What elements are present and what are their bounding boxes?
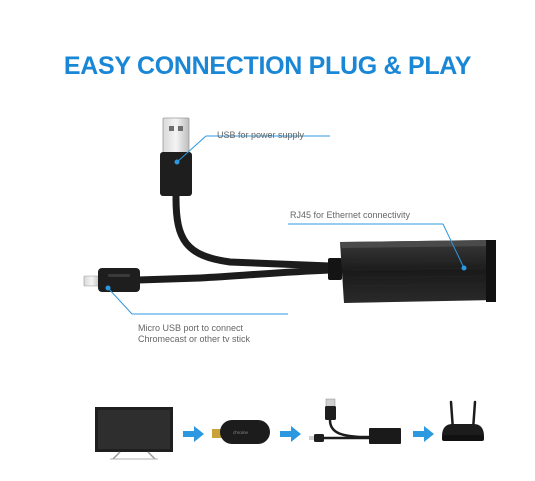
flow-arrow-icon (183, 426, 204, 442)
flow-arrow-icon (413, 426, 434, 442)
callout-rj45-line (288, 223, 467, 271)
connection-flow: chrome (95, 398, 484, 460)
callout-micro-usb-line (105, 285, 288, 315)
flow-arrow-icon (280, 426, 301, 442)
callout-usb-power-line (174, 135, 330, 165)
callout-micro-usb-text-line2: Chromecast or other tv stick (138, 334, 251, 344)
page-title: EASY CONNECTION PLUG & PLAY (63, 52, 472, 80)
svg-text:chrome: chrome (233, 430, 249, 435)
callout-micro-usb-text-line1: Micro USB port to connect (138, 323, 244, 333)
usb-a-plug (160, 117, 192, 200)
micro-usb-plug (83, 268, 140, 292)
callout-usb-power-text: USB for power supply (217, 130, 305, 140)
adapter-icon (309, 398, 401, 444)
chromecast-icon: chrome (212, 420, 270, 444)
tv-icon (95, 407, 173, 460)
usb-cable (172, 194, 334, 270)
rj45-adapter-box (328, 240, 496, 303)
router-icon (442, 400, 484, 441)
micro-usb-cable (134, 266, 334, 284)
callout-rj45-text: RJ45 for Ethernet connectivity (290, 210, 411, 220)
